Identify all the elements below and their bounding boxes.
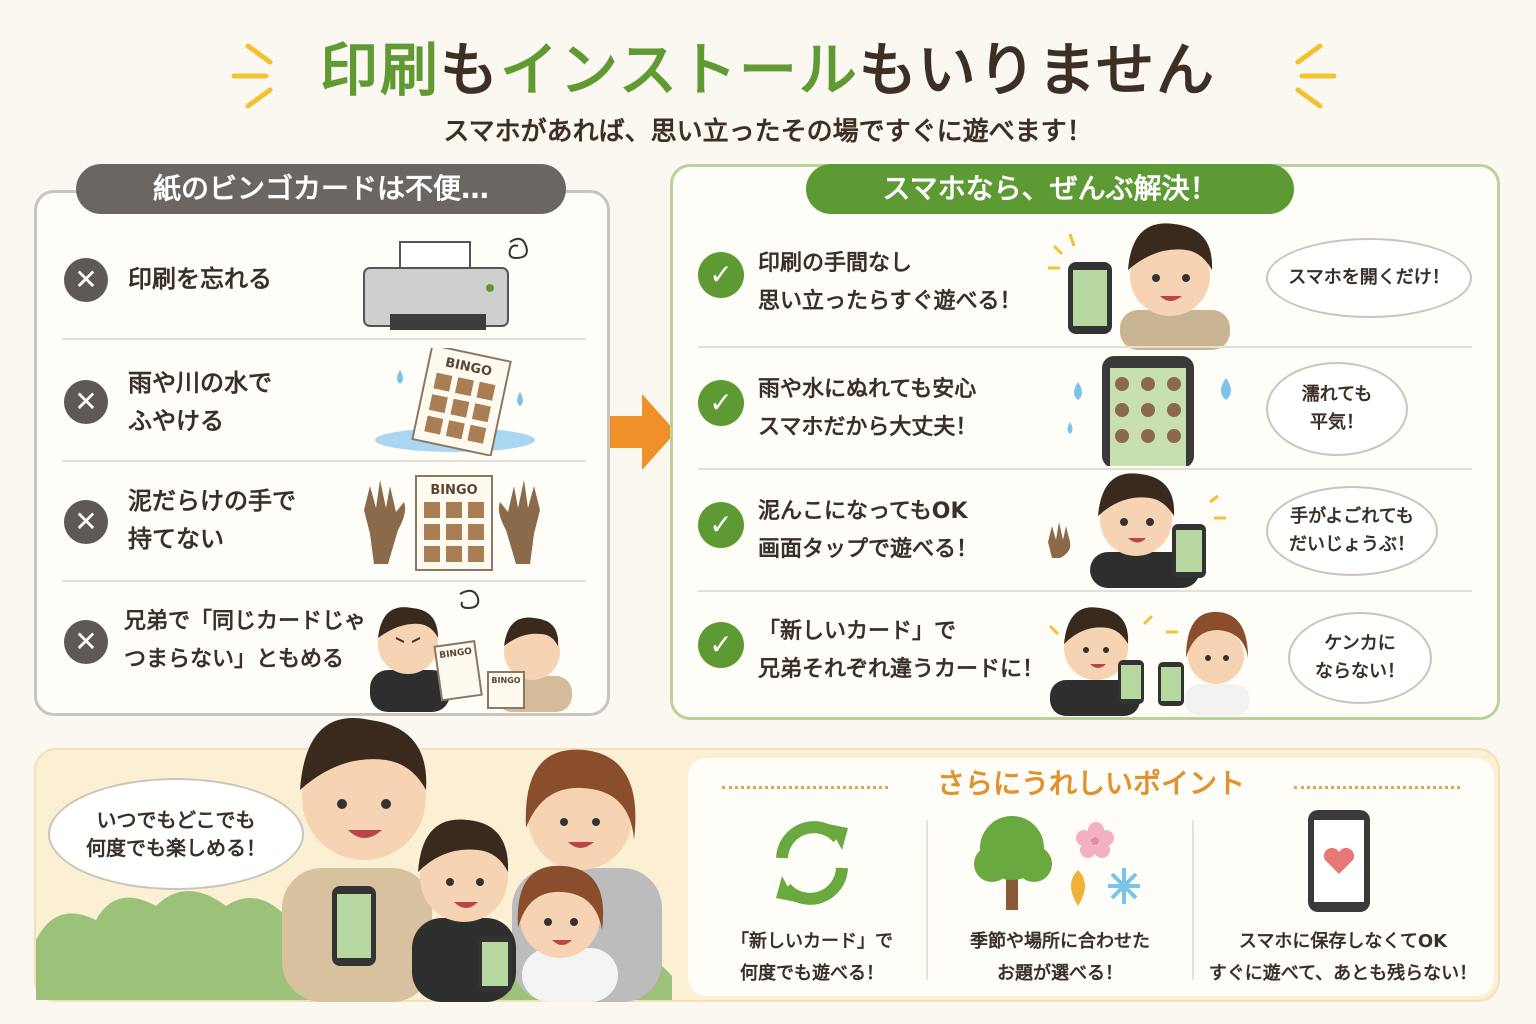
- check-icon: ✓: [698, 252, 744, 298]
- bubble-text: スマホを開くだけ！: [1288, 267, 1450, 288]
- separator: [926, 820, 928, 980]
- extra-points-heading: さらにうれしいポイント: [936, 767, 1245, 800]
- problem-same-card-line1: 兄弟で「同じカードじゃ: [124, 609, 367, 634]
- page-title: 印刷もインストールもいりません: [0, 30, 1536, 110]
- solution-no-print-line1: 印刷の手間なし: [758, 251, 913, 276]
- divider: [698, 590, 1472, 592]
- problem-rain-line1: 雨や川の水で: [128, 369, 272, 397]
- wet-phone-illustration: [1067, 356, 1231, 466]
- divider: [698, 468, 1472, 470]
- title-part-not-needed: もいりません: [858, 36, 1216, 104]
- title-part-mo: も: [440, 36, 501, 104]
- boy-tapping-phone-illustration: [1048, 473, 1226, 588]
- solution-water-line1: 雨や水にぬれても安心: [758, 377, 977, 402]
- x-icon: ✕: [64, 500, 108, 544]
- check-icon: ✓: [698, 622, 744, 668]
- x-icon: ✕: [64, 620, 108, 664]
- bubble-text-line2: ならない！: [1315, 661, 1405, 682]
- problem-same-card-line2: つまらない」ともめる: [124, 647, 345, 672]
- arguing-brothers-illustration: BINGO BINGO: [370, 589, 572, 712]
- boy-with-phone-illustration: [1048, 223, 1230, 350]
- arrow-right-icon: [610, 394, 676, 470]
- divider: [698, 346, 1472, 348]
- divider: [62, 580, 586, 582]
- separator: [1192, 820, 1194, 980]
- bubble-text-line1: ケンカに: [1324, 633, 1396, 654]
- point-seasons: 季節や場所に合わせた お題が選べる！: [940, 926, 1180, 990]
- problem-muddy-line1: 泥だらけの手で: [128, 487, 296, 515]
- check-icon: ✓: [698, 380, 744, 426]
- bubble-text-line2: だいじょうぶ！: [1289, 534, 1415, 555]
- point-seasons-line1: 季節や場所に合わせた: [970, 931, 1150, 952]
- problem-muddy-line2: 持てない: [128, 525, 224, 553]
- bubble-text-line2: 平気！: [1310, 412, 1364, 433]
- solution-mud-line1: 泥んこになってもOK: [758, 499, 968, 524]
- solution-mud-line2: 画面タップで遊べる！: [758, 537, 979, 562]
- refresh-icon: [776, 821, 848, 905]
- point-no-save: スマホに保存しなくてOK すぐに遊べて、あとも残らない！: [1200, 926, 1486, 990]
- solution-water-line2: スマホだから大丈夫！: [758, 415, 978, 440]
- bubble-text-line1: 濡れても: [1301, 384, 1373, 405]
- problem-forget-print: 印刷を忘れる: [128, 265, 272, 293]
- point-new-card-line2: 何度でも遊べる！: [740, 963, 884, 984]
- title-part-print: 印刷: [320, 36, 441, 104]
- family-bubble-line2: 何度でも楽しめる！: [86, 836, 266, 860]
- speech-bubble: 濡れても 平気！: [1266, 362, 1408, 456]
- divider: [62, 338, 586, 340]
- family-speech-bubble: いつでもどこでも 何度でも楽しめる！: [48, 778, 304, 890]
- phone-solutions-heading: スマホなら、ぜんぶ解決！: [806, 164, 1294, 214]
- speech-bubble: 手がよごれても だいじょうぶ！: [1266, 486, 1438, 576]
- check-icon: ✓: [698, 502, 744, 548]
- point-no-save-line1: スマホに保存しなくてOK: [1238, 931, 1448, 952]
- point-new-card-line1: 「新しいカード」で: [731, 931, 893, 952]
- sparkle-right-icon: [1295, 43, 1337, 109]
- svg-text:BINGO: BINGO: [491, 676, 520, 685]
- family-illustration: [282, 718, 662, 1002]
- solution-siblings-line2: 兄弟それぞれ違うカードに！: [758, 657, 1045, 682]
- dotted-line: [722, 786, 888, 789]
- dotted-line: [1294, 786, 1460, 789]
- speech-bubble: スマホを開くだけ！: [1266, 238, 1472, 318]
- sparkle-left-icon: [231, 43, 273, 109]
- problem-rain-line2: ふやける: [128, 407, 224, 435]
- phone-heart-icon: [1308, 810, 1370, 912]
- svg-text:BINGO: BINGO: [430, 483, 477, 498]
- svg-text:BINGO: BINGO: [439, 647, 473, 662]
- point-no-save-line2: すぐに遊べて、あとも残らない！: [1208, 963, 1478, 984]
- subtitle: スマホがあれば、思い立ったその場ですぐに遊べます！: [443, 117, 1093, 147]
- speech-bubble: ケンカに ならない！: [1288, 612, 1432, 704]
- family-bubble-line1: いつでもどこでも: [96, 808, 256, 832]
- printer-icon: [363, 237, 528, 330]
- x-icon: ✕: [64, 380, 108, 424]
- point-seasons-line2: お題が選べる！: [997, 963, 1123, 984]
- siblings-with-phones-illustration: [1048, 607, 1250, 716]
- seasons-icon: [974, 816, 1140, 910]
- muddy-hands-bingo-icon: BINGO: [364, 475, 540, 571]
- paper-problems-heading: 紙のビンゴカードは不便…: [76, 164, 566, 214]
- solution-no-print-line2: 思い立ったらすぐ遊べる！: [758, 289, 1022, 314]
- wet-bingo-card-icon: BINGO: [375, 348, 535, 456]
- solution-siblings-line1: 「新しいカード」で: [758, 619, 957, 644]
- x-icon: ✕: [64, 258, 108, 302]
- divider: [62, 460, 586, 462]
- bubble-text-line1: 手がよごれても: [1290, 506, 1414, 527]
- point-new-card: 「新しいカード」で 何度でも遊べる！: [710, 926, 914, 990]
- title-part-install: インストール: [500, 36, 859, 104]
